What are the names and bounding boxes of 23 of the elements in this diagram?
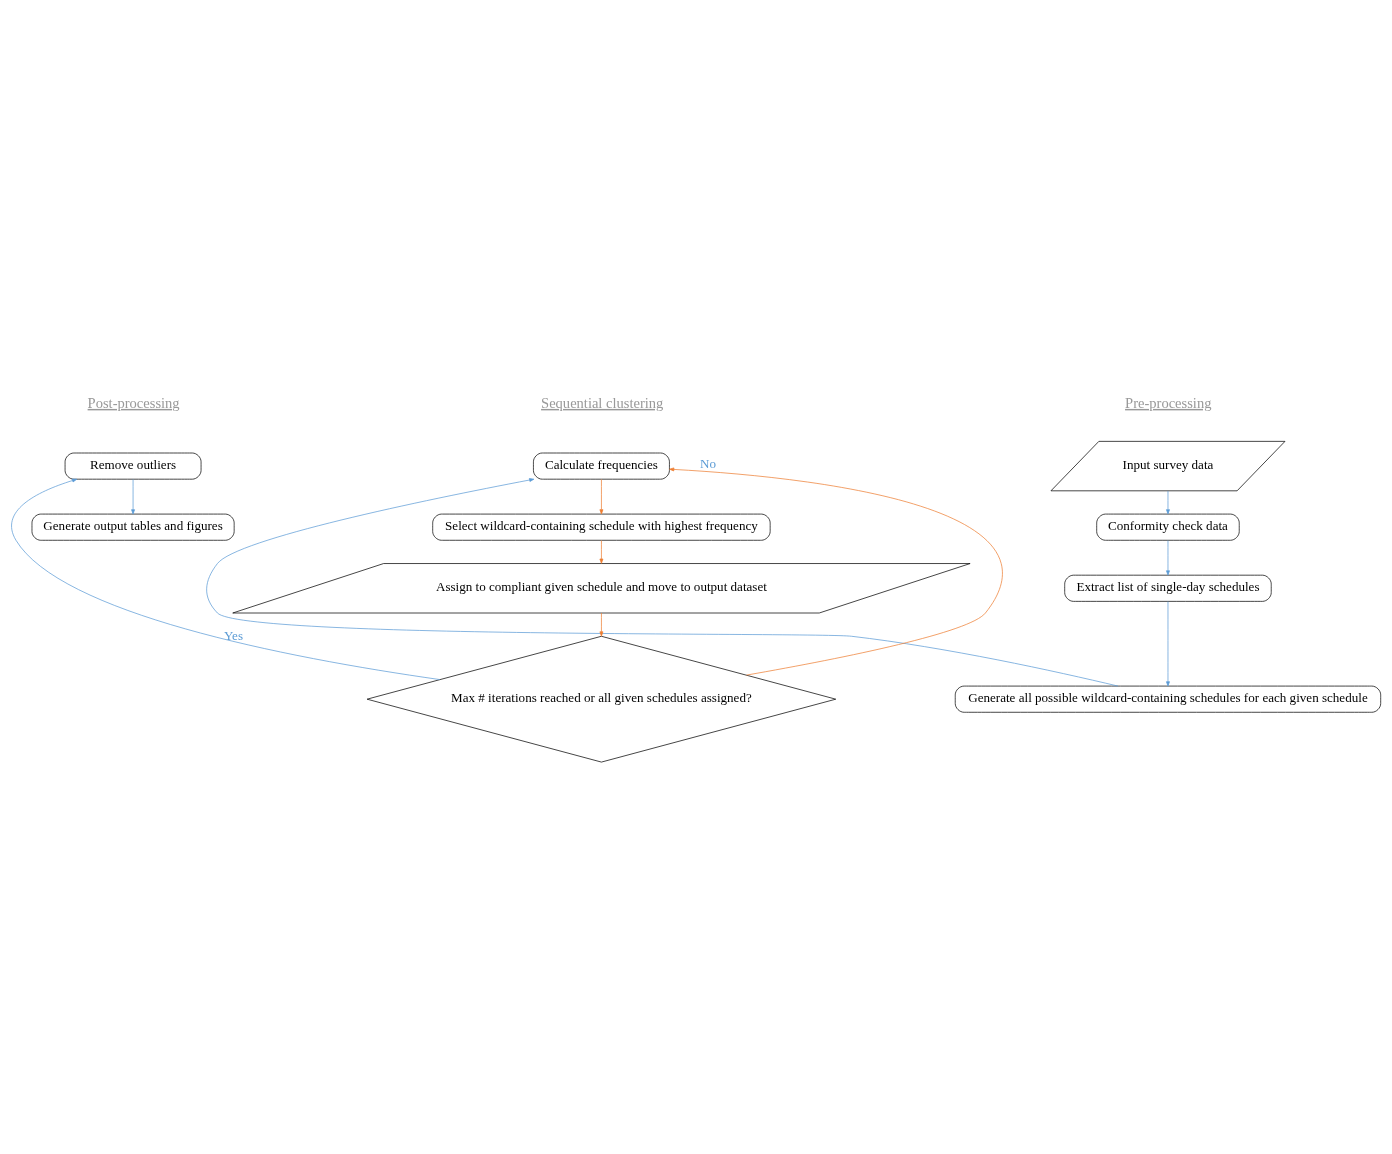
node-box: Remove outliers — [64, 452, 202, 480]
edge-label: No — [700, 456, 716, 472]
node-box: Generate all possible wildcard-containing schedules for each given schedule — [954, 685, 1382, 713]
arrow — [1166, 601, 1170, 687]
arrow — [11, 478, 441, 680]
label: Sequential clustering — [541, 394, 664, 411]
arrow — [1166, 540, 1170, 576]
arrow — [599, 479, 604, 515]
arrow — [599, 612, 604, 637]
label: Post-processing — [87, 394, 180, 411]
node-box: Extract list of single-day schedules — [1064, 574, 1272, 602]
arrow — [131, 479, 135, 515]
arrow — [206, 478, 1119, 687]
node-box: Generate output tables and figures — [31, 513, 235, 541]
arrow — [599, 540, 604, 564]
node-box: Conformity check data — [1096, 513, 1240, 541]
edge-label: Yes — [223, 627, 244, 643]
arrow — [1166, 490, 1170, 515]
label: Pre-processing — [1125, 394, 1212, 411]
node-box: Select wildcard-containing schedule with highest frequency — [432, 513, 771, 541]
node-box: Calculate frequencies — [533, 452, 670, 480]
arrow — [669, 467, 1003, 676]
node-diamond: Max # iterations reached or all given schedules assigned? — [366, 635, 837, 763]
